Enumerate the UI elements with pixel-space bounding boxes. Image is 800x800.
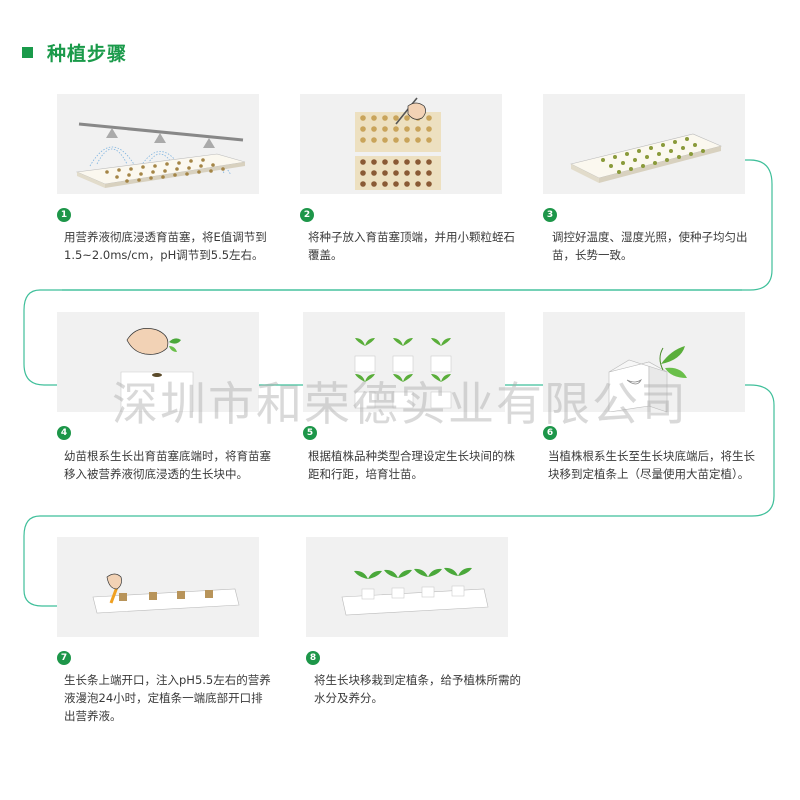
tweezers-seeding-trays-illustration [355,97,441,190]
step-2-text: 将种子放入育苗塞顶端，并用小颗粒蛭石覆盖。 [308,230,515,262]
step-8-number: 8 [306,651,320,665]
step-4-text: 幼苗根系生长出育苗塞底端时，将育苗塞移入被营养液彻底浸透的生长块中。 [64,449,271,481]
step-1-number: 1 [57,208,71,222]
step-6-card [543,312,745,413]
step-4-card [57,312,259,413]
mist-spray-seed-tray-illustration [75,122,246,188]
cutting-grow-slab-illustration [92,573,240,614]
step-8-card [306,537,508,637]
step-2-number: 2 [300,208,314,222]
step-2-card [300,94,502,194]
step-8-text: 将生长块移栽到定植条，给予植株所需的水分及养分。 [314,673,521,705]
plant-on-grow-block-illustration [608,346,687,413]
hand-transplanting-seedling-illustration [120,328,194,413]
step-6-text: 当植株根系生长至生长块底端后，将生长块移到定植条上（尽量使用大苗定植）。 [548,449,755,481]
step-5-card [303,312,505,412]
step-3-number: 3 [543,208,557,222]
step-1-text: 用营养液彻底浸透育苗塞，将E值调节到1.5~2.0ms/cm，pH调节到5.5左… [64,230,267,262]
step-5-text: 根据植株品种类型合理设定生长块间的株距和行距，培育壮苗。 [308,449,515,481]
section-title: 种植步骤 [22,40,128,65]
step-7-text: 生长条上端开口，注入pH5.5左右的营养液漫泡24小时，定植条一端底部开口排出营… [64,673,271,723]
title-marker-icon [22,46,33,58]
step-7-number: 7 [57,651,71,665]
step-1-card [57,94,259,194]
section-title-text: 种植步骤 [47,42,128,65]
step-6-number: 6 [543,426,557,440]
step-4-number: 4 [57,426,71,440]
step-5-number: 5 [303,426,317,440]
plants-on-grow-slab-illustration [341,567,489,616]
step-3-card [543,94,745,194]
germinating-seed-tray-illustration [570,133,722,183]
seedling-blocks-grid-illustration [354,338,452,409]
step-7-card [57,537,259,637]
step-3-text: 调控好温度、湿度光照，使种子均匀出苗，长势一致。 [552,230,748,262]
